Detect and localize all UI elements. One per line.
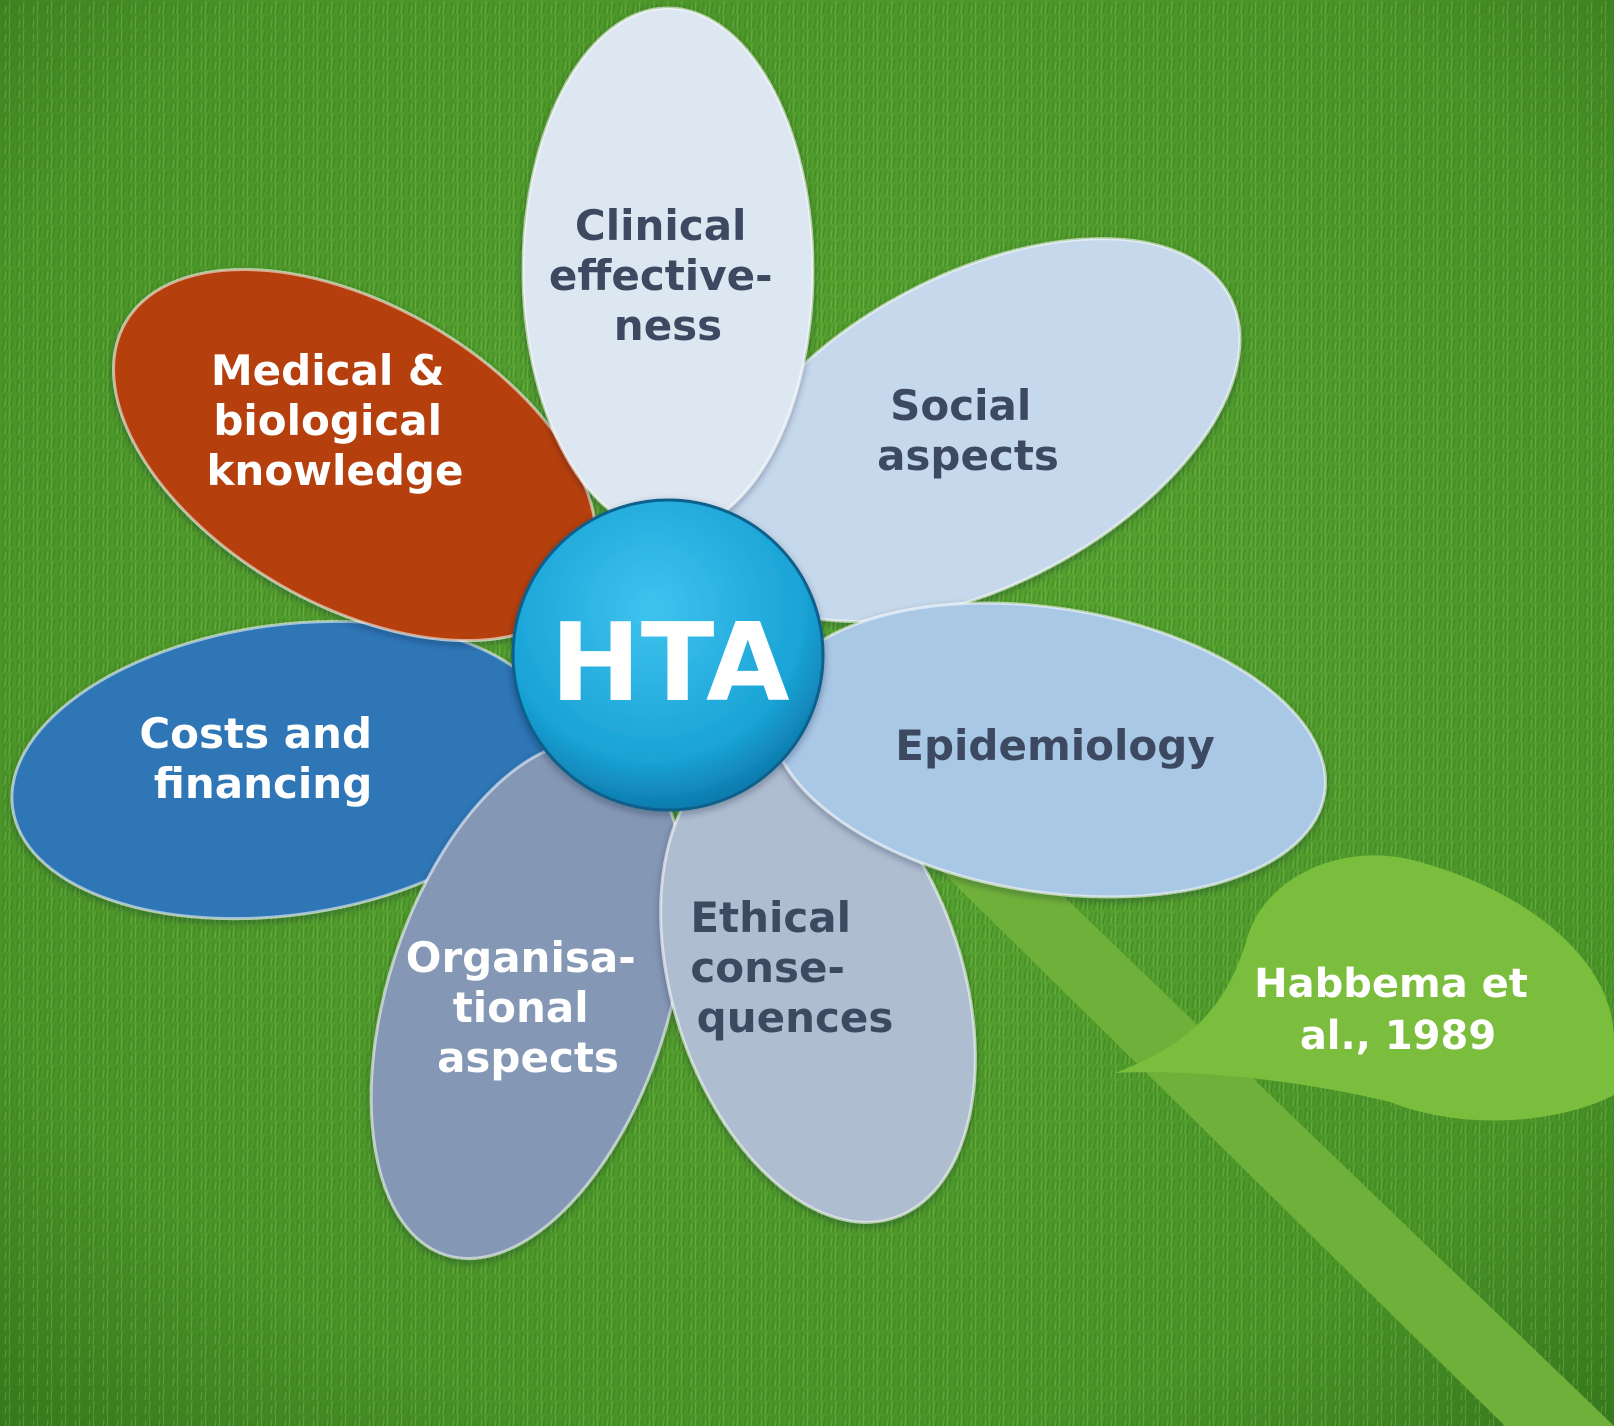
- petal-label-line: Epidemiology: [895, 721, 1214, 770]
- petal-medical: Medical & biological knowledge: [112, 267, 598, 643]
- petal-clinical: Clinical effective- ness: [521, 6, 815, 534]
- center-circle: [511, 498, 825, 812]
- petal-label-line: biological: [213, 396, 442, 445]
- petal-label: Social aspects: [877, 381, 1059, 480]
- petal-label-line: financing: [154, 759, 373, 808]
- petal-label-line: ness: [614, 301, 722, 350]
- petal-costs: Costs and financing: [10, 619, 560, 921]
- flower-center: HTA: [511, 498, 825, 812]
- petal-label-line: quences: [697, 993, 894, 1042]
- petal-label-line: Organisa-: [406, 933, 636, 982]
- petal-label-line: aspects: [437, 1033, 619, 1082]
- petal-label-line: Costs and: [139, 709, 372, 758]
- petal-organisational: Organisa- tional aspects: [369, 739, 687, 1261]
- petal-label-line: effective-: [549, 251, 773, 300]
- petal-label: Ethical conse- quences: [690, 893, 893, 1042]
- center-label: HTA: [550, 601, 790, 726]
- petal-label-line: tional: [453, 983, 589, 1032]
- petal-label-line: conse-: [690, 943, 845, 992]
- citation-leaf: [1115, 855, 1614, 1121]
- petal-label: Medical & biological knowledge: [207, 346, 464, 495]
- petal-label: Clinical effective- ness: [549, 201, 787, 350]
- petal-label-line: aspects: [877, 431, 1059, 480]
- flower-stem: [930, 830, 1614, 1426]
- petal-label-line: Ethical: [690, 893, 851, 942]
- petal-epidemiology: Epidemiology: [769, 601, 1327, 899]
- petal-label: Epidemiology: [895, 721, 1214, 770]
- petal-social: Social aspects: [714, 237, 1242, 623]
- petal-ethical: Ethical conse- quences: [659, 746, 977, 1224]
- petal-label-line: knowledge: [207, 446, 464, 495]
- petal-label-line: Social: [890, 381, 1031, 430]
- petal-label-line: Clinical: [575, 201, 747, 250]
- citation-line-1: Habbema et: [1254, 961, 1528, 1007]
- petal-label: Organisa- tional aspects: [406, 933, 651, 1082]
- petal-label-line: Medical &: [211, 346, 445, 395]
- petal-label: Costs and financing: [139, 709, 386, 808]
- citation-line-2: al., 1989: [1300, 1013, 1496, 1059]
- citation-text: Habbema et al., 1989: [1254, 961, 1542, 1059]
